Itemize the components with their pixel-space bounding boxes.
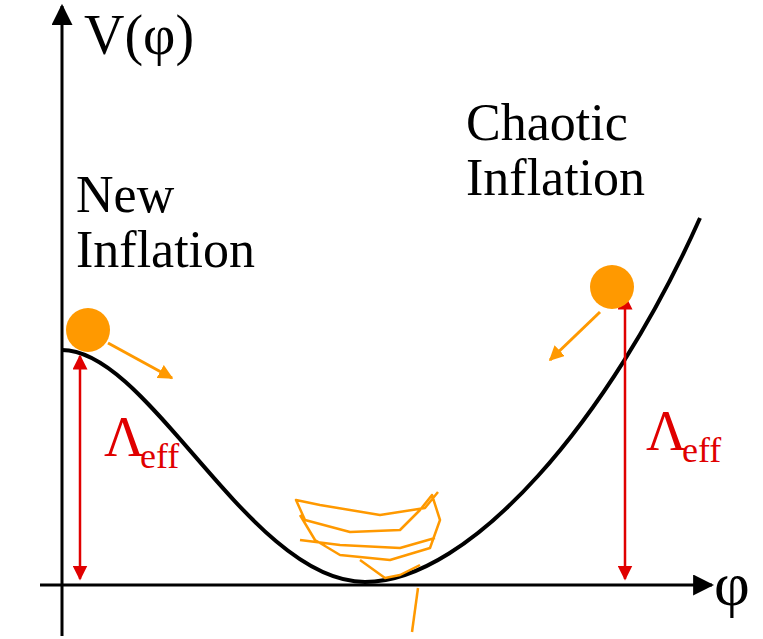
height-arrow: [79, 356, 82, 579]
y-axis: [61, 6, 64, 636]
height-subscript: eff: [682, 432, 721, 470]
height-subscript: eff: [140, 438, 179, 476]
height-label: Λ: [646, 402, 687, 461]
axis-label: V(φ): [84, 6, 194, 65]
inflaton-ball: [590, 265, 634, 309]
height-arrow: [624, 296, 627, 579]
axis-label: φ: [714, 552, 750, 617]
oscillation-tail: [412, 588, 418, 632]
inflaton-ball: [66, 308, 110, 352]
curve-label: Chaotic Inflation: [466, 96, 696, 205]
curve-label: New Inflation: [76, 168, 296, 277]
height-label: Λ: [104, 408, 145, 467]
oscillation-scribble: [296, 492, 440, 578]
roll-arrow: [108, 343, 172, 378]
x-axis: [40, 584, 712, 587]
roll-arrow: [550, 312, 600, 360]
